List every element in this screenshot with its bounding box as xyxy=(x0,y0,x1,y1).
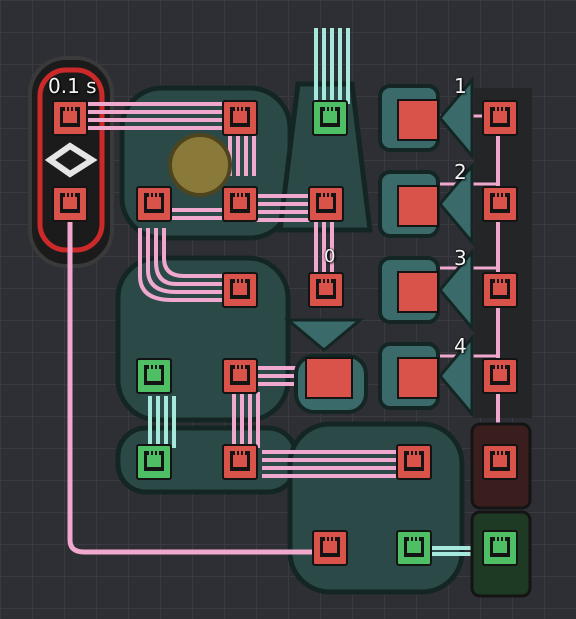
port-bus-1[interactable] xyxy=(482,100,518,136)
channel-relays xyxy=(283,75,474,419)
timer-output-port[interactable] xyxy=(52,186,88,222)
side-buttons xyxy=(470,422,532,598)
timer-diamond-icon xyxy=(44,142,98,178)
port-bottom-left[interactable] xyxy=(312,530,348,566)
port-green-lower[interactable] xyxy=(136,444,172,480)
port-center-upper[interactable] xyxy=(222,186,258,222)
port-top-center[interactable] xyxy=(222,100,258,136)
port-left-upper[interactable] xyxy=(136,186,172,222)
port-lower-center[interactable] xyxy=(222,444,258,480)
port-bottom-green[interactable] xyxy=(396,530,432,566)
port-center-lower[interactable] xyxy=(222,358,258,394)
port-bottom-right[interactable] xyxy=(396,444,432,480)
chassis-bottom xyxy=(287,421,465,595)
port-bus-4[interactable] xyxy=(482,358,518,394)
port-center-mid[interactable] xyxy=(222,272,258,308)
cyan-bundles xyxy=(148,28,484,556)
port-funnel-bottom[interactable] xyxy=(308,186,344,222)
port-funnel-green[interactable] xyxy=(312,100,348,136)
long-wire xyxy=(67,214,318,555)
timer-input-port[interactable] xyxy=(52,100,88,136)
port-bus-2[interactable] xyxy=(482,186,518,222)
gear-icon xyxy=(168,133,232,197)
wire-bundles xyxy=(88,102,402,478)
port-bus-3[interactable] xyxy=(482,272,518,308)
port-green-mid[interactable] xyxy=(136,358,172,394)
port-channel-zero[interactable] xyxy=(308,272,344,308)
